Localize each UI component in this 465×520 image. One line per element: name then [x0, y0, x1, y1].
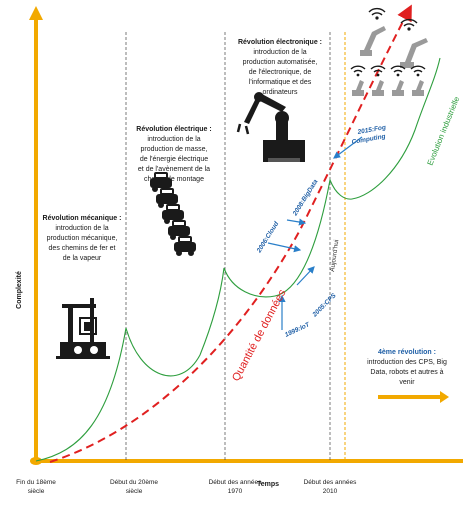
- electrical-line-3: de l'énergie électrique: [140, 156, 208, 163]
- x-tick-labels: Fin du 18ème siècle Début du 20ème siècl…: [16, 479, 357, 495]
- electronic-line-1: introduction de la: [253, 49, 306, 56]
- electronic-revolution-text: Révolution électronique : introduction d…: [238, 39, 322, 96]
- arrow-fog: [333, 136, 363, 159]
- complexity-curve: [35, 57, 441, 462]
- tick-label-20th-line2: siècle: [126, 488, 143, 495]
- cars-icon: [150, 172, 196, 256]
- mechanical-revolution-text: Révolution mécanique : introduction de l…: [43, 215, 122, 262]
- mechanical-line-3: des chemins de fer et: [49, 245, 116, 252]
- tick-label-1970-line2: 1970: [228, 488, 243, 495]
- fourth-arrow-head: [440, 391, 449, 403]
- tick-label-2010-line2: 2010: [323, 488, 338, 495]
- y-axis-title: Complexité: [16, 271, 23, 309]
- y-axis-arrowhead: [29, 6, 43, 20]
- label-cps: 2005:CPS: [311, 292, 338, 319]
- today-label: Aujourd'hui: [329, 239, 340, 272]
- label-cloud: 2006:Cloud: [255, 220, 281, 255]
- era-dividers: [125, 32, 346, 461]
- electronic-title: Révolution électronique :: [238, 39, 322, 46]
- tick-label-18th-line2: siècle: [28, 488, 45, 495]
- technology-arrows: [267, 136, 363, 330]
- arrow-bigdata: [286, 218, 307, 226]
- tick-label-20th-line1: Début du 20ème: [110, 479, 158, 486]
- connected-robots-icon: [350, 7, 428, 96]
- electronic-line-5: ordinateurs: [262, 89, 298, 96]
- industrial-evolution-label: Evolution industrielle: [426, 95, 462, 167]
- tick-label-2010-line1: Début des années: [304, 479, 358, 486]
- electronic-line-3: de l'électronique, de: [249, 69, 312, 76]
- fourth-revolution-text: 4ème révolution : introduction des CPS, …: [367, 349, 449, 403]
- electrical-revolution-text: Révolution électrique : introduction de …: [136, 126, 211, 183]
- fourth-line-2: Data, robots et autres à: [370, 369, 443, 376]
- arrow-cps: [296, 266, 315, 286]
- tick-label-18th-line1: Fin du 18ème: [16, 479, 56, 486]
- electrical-line-2: production de masse,: [141, 146, 208, 153]
- fourth-line-3: venir: [399, 379, 415, 386]
- label-iot: 1999:IoT: [284, 321, 312, 339]
- data-quantity-curve: [49, 4, 412, 463]
- fourth-arrow-bar: [378, 395, 440, 399]
- mechanical-line-1: introduction de la: [55, 225, 108, 232]
- robot-arm-icon: [236, 92, 305, 162]
- steam-engine-icon: [56, 298, 110, 359]
- arrow-cloud: [267, 242, 302, 253]
- electronic-line-4: l'informatique et des: [249, 79, 312, 86]
- electrical-title: Révolution électrique :: [136, 126, 211, 133]
- electronic-line-2: production automatisée,: [243, 59, 318, 66]
- mechanical-title: Révolution mécanique :: [43, 215, 122, 222]
- data-quantity-label: Quantité de données: [230, 287, 289, 383]
- fourth-title: 4ème révolution :: [378, 349, 436, 356]
- fourth-line-1: introduction des CPS, Big: [367, 359, 447, 366]
- tick-label-1970-line1: Début des années: [209, 479, 263, 486]
- mechanical-line-4: de la vapeur: [63, 255, 102, 262]
- label-fog-2: Computing: [351, 133, 386, 146]
- electrical-line-5: chaîne de montage: [144, 176, 204, 183]
- electrical-line-4: et de l'avènement de la: [138, 166, 210, 173]
- x-axis-title: Temps: [257, 481, 279, 488]
- electrical-line-1: introduction de la: [147, 136, 200, 143]
- mechanical-line-2: production mécanique,: [47, 235, 118, 242]
